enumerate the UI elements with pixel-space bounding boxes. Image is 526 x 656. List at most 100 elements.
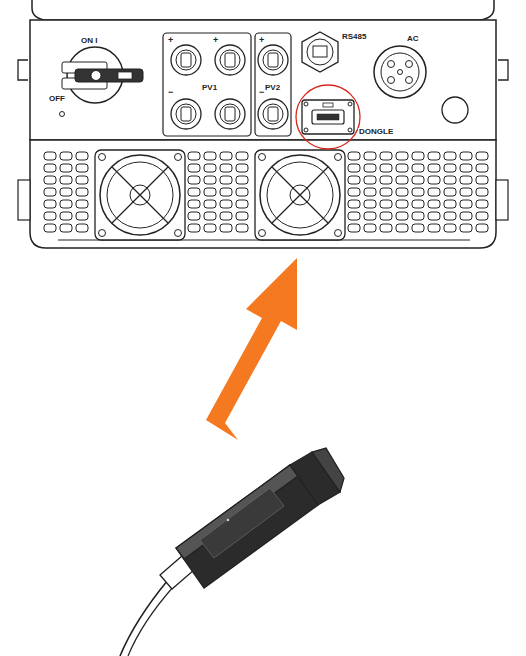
vent-slot [236,176,248,184]
vent-slot [476,188,488,196]
vent-slot [188,164,200,172]
vent-slot [476,164,488,172]
vent-slot [204,200,216,208]
panel-label: − [167,88,174,97]
vent-slot [412,164,424,172]
vent-slot [236,200,248,208]
vent-slot [476,200,488,208]
panel-label: OFF [48,95,66,103]
vent-slot [44,164,56,172]
grille-body [30,140,496,248]
vent-slot [220,176,232,184]
vent-slot [396,188,408,196]
connection-panel [30,20,496,140]
vent-slot [476,176,488,184]
vent-slot [364,176,376,184]
panel-label: AC [406,35,420,43]
vent-slot [412,188,424,196]
vent-slot [220,200,232,208]
vent-slot [444,152,456,160]
vent-slot [60,176,72,184]
wifi-dongle [120,448,344,656]
vent-slot [380,152,392,160]
vent-slot [428,188,440,196]
vent-slot [428,200,440,208]
vent-slot [188,188,200,196]
insert-arrow [206,258,297,440]
vent-slot [348,212,360,220]
vent-slot [60,188,72,196]
vent-slot [348,152,360,160]
vent-slot [76,224,88,232]
vent-slot [412,224,424,232]
indicator-led [60,112,65,117]
vent-slot [188,176,200,184]
vent-slot [44,224,56,232]
vent-slot [428,224,440,232]
vent-slot [444,224,456,232]
pv1-panel [163,33,251,136]
vent-slot [396,224,408,232]
vent-slot [444,164,456,172]
vent-slot [380,212,392,220]
vent-slot [476,224,488,232]
panel-label: PV2 [264,84,281,92]
vent-slot [44,212,56,220]
pv-connector [171,45,288,129]
vent-slot [460,152,472,160]
vent-slot [364,224,376,232]
vent-slot [60,152,72,160]
vent-slot [460,200,472,208]
ac-connector [374,46,426,98]
panel-label: RS485 [341,33,367,41]
vent-slot [364,188,376,196]
vent-slot [476,212,488,220]
vent-slot [76,188,88,196]
vent-slot [380,200,392,208]
vent-slot [444,212,456,220]
vent-slot [364,164,376,172]
panel-label: + [212,36,219,45]
vent-slot [220,188,232,196]
panel-label: ON I [80,37,98,45]
vent-slot [380,176,392,184]
vent-slot [204,152,216,160]
vent-slot [444,176,456,184]
vent-slot [444,200,456,208]
vent-slot [412,176,424,184]
vent-slot [460,224,472,232]
vent-slot [204,224,216,232]
vent-slot [428,212,440,220]
vent-slot [412,200,424,208]
vent-slot [236,188,248,196]
vent-slot [348,188,360,196]
vent-slot [460,164,472,172]
vent-slot [188,152,200,160]
vent-slot [204,212,216,220]
vent-slot [76,212,88,220]
housing-lid [32,0,494,20]
dc-switch [62,47,143,103]
vent-slot [76,164,88,172]
vent-slot [460,212,472,220]
vent-slot [220,212,232,220]
cooling-fan [95,150,185,240]
dongle-port [302,100,354,134]
vent-slot [236,164,248,172]
vent-slot [444,188,456,196]
vent-slot [348,164,360,172]
vent-slot [396,212,408,220]
vent-slot [44,188,56,196]
vent-slot [396,176,408,184]
vent-slot [460,188,472,196]
vent-slot [188,212,200,220]
highlight-circle [296,85,360,149]
vent-slot [44,200,56,208]
side-handle [18,180,30,220]
rs485-port [302,32,338,72]
vent-slot [76,200,88,208]
vent-slot [380,188,392,196]
side-handle [496,180,508,220]
cooling-fan [255,150,345,240]
